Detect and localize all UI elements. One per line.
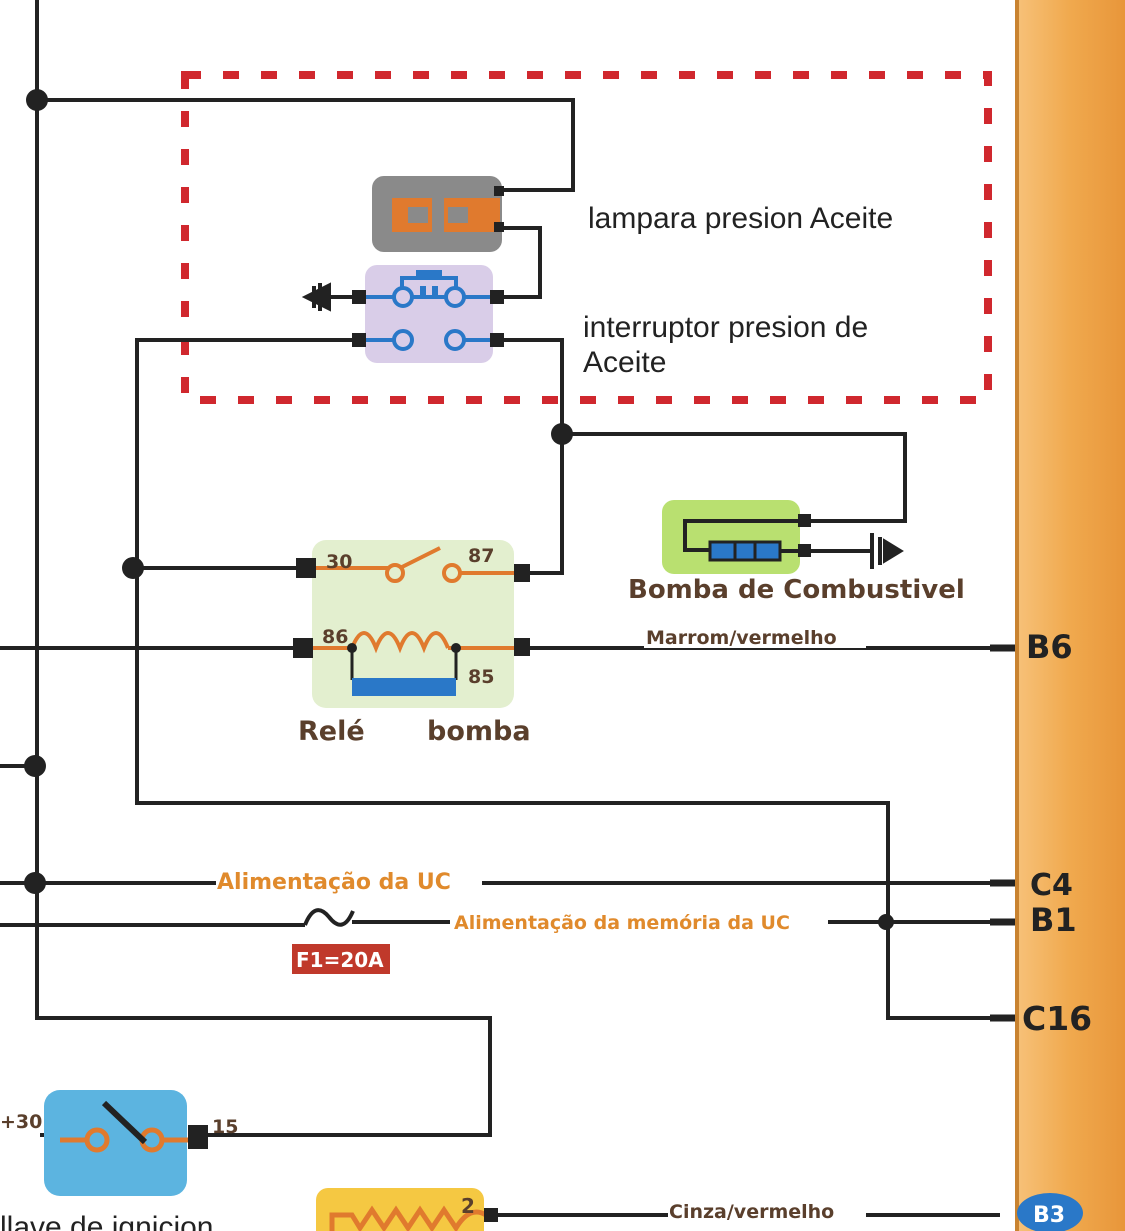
fuel-pump [662,500,811,574]
relay-pin-86: 86 [322,626,348,648]
oil-pressure-dashed-box [181,71,992,404]
ecu-pin-b1: B1 [1030,901,1077,939]
wire-label-c4: Alimentação da UC [217,870,451,895]
fuse-icon [303,908,355,927]
fuse-label: F1=20A [296,948,384,972]
wire-label-b6: Marrom/vermelho [646,627,837,649]
ignition-switch [44,1090,208,1196]
switch-ground-icon [301,282,355,312]
relay-label-left: Relé [298,716,365,747]
switch-label-line1: interruptor presion de [583,311,868,344]
ignition-pin-30: +30 [0,1111,42,1133]
lamp-label: lampara presion Aceite [588,202,893,235]
relay-label-right: bomba [427,716,531,747]
ecu-pin-c4: C4 [1030,868,1073,903]
ecu-pin-stubs [990,644,1015,1022]
junction-dots [24,89,894,930]
ecu-pin-b3: B3 [1033,1203,1065,1228]
fuse-label-bg [292,944,390,974]
ecu-connector-bar [1015,0,1125,1231]
ignition-label: llave de ignicion [0,1211,213,1231]
ecu-pin-b6: B6 [1026,628,1073,666]
wire-label-b1: Alimentação da memória da UC [454,912,790,934]
wire-label-b3: Cinza/vermelho [669,1201,834,1223]
pump-relay [293,540,530,708]
switch-label-line2: Aceite [583,346,666,379]
ecu-pin-b3-badge [1017,1193,1083,1231]
oil-pressure-lamp [372,176,504,252]
pump-label: Bomba de Combustivel [628,575,965,605]
ecu-pin-c16: C16 [1022,999,1092,1038]
resistor-component [316,1188,498,1231]
ignition-pin-15: 15 [212,1116,238,1138]
component-pin-2: 2 [461,1194,475,1218]
relay-pin-85: 85 [468,666,494,688]
oil-pressure-switch [352,265,504,363]
relay-pin-87: 87 [468,545,494,567]
pump-ground-icon [805,533,904,569]
relay-pin-30: 30 [326,551,352,573]
